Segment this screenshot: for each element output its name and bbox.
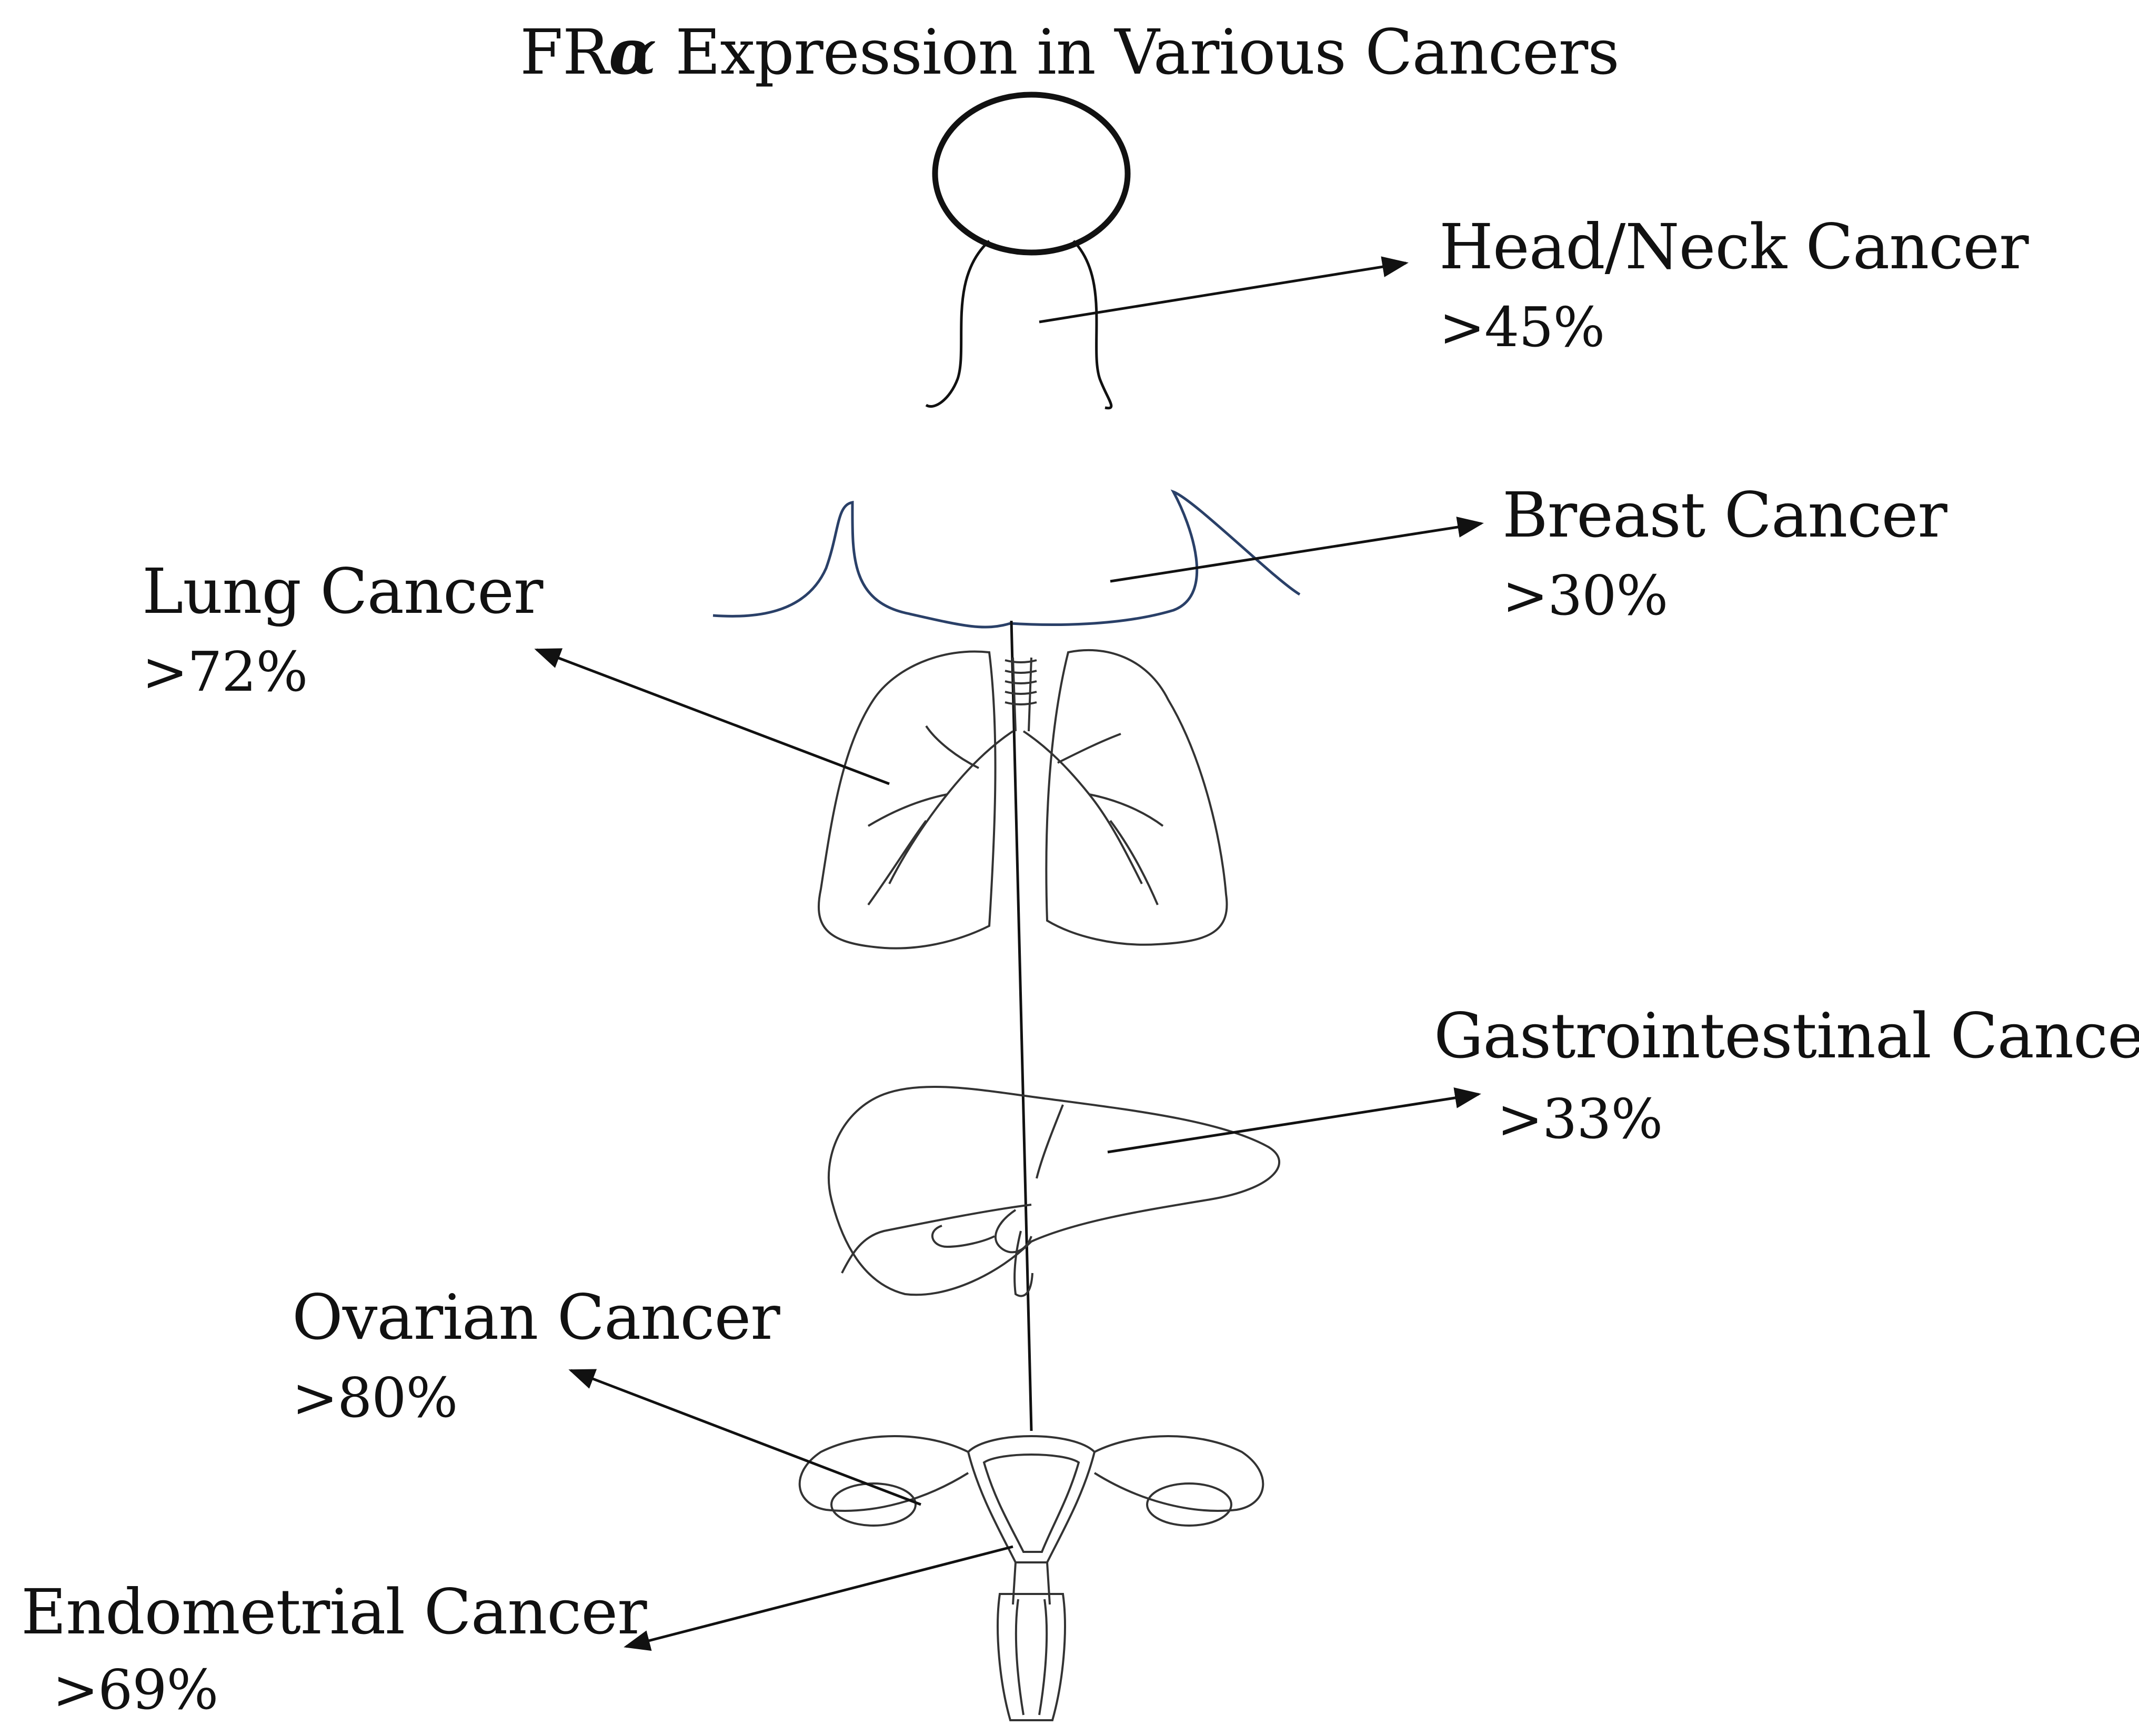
diagram-title: FRα Expression in Various Cancers — [0, 21, 2139, 84]
neck-outline-right — [1072, 240, 1113, 410]
arrow-ovarian — [568, 1369, 921, 1506]
lungs-drawing — [818, 649, 1228, 950]
label-gastro-value: >33% — [1497, 1087, 1663, 1151]
label-endometrial-value: >69% — [53, 1658, 218, 1722]
title-prefix: FR — [520, 16, 609, 88]
label-lung-name: Lung Cancer — [142, 555, 543, 628]
arrow-head-neck — [1039, 256, 1409, 324]
uterus-drawing — [798, 1435, 1264, 1721]
label-endometrial-name: Endometrial Cancer — [21, 1576, 647, 1648]
arrow-lung — [534, 648, 890, 785]
label-lung-value: >72% — [142, 640, 308, 704]
label-gastro-name: Gastrointestinal Cancer — [1434, 1000, 2139, 1072]
label-head-neck-value: >45% — [1439, 295, 1605, 359]
title-suffix: Expression in Various Cancers — [656, 16, 1620, 88]
title-alpha-symbol: α — [608, 15, 657, 88]
body-midline — [1010, 620, 1033, 1431]
label-ovarian-name: Ovarian Cancer — [292, 1281, 780, 1354]
arrow-breast — [1110, 517, 1484, 583]
label-breast-name: Breast Cancer — [1502, 479, 1947, 551]
chest-outline — [712, 489, 1301, 629]
head-outline — [932, 92, 1131, 256]
arrow-endometrial — [624, 1545, 1013, 1651]
liver-drawing — [827, 1085, 1280, 1297]
label-head-neck-name: Head/Neck Cancer — [1439, 210, 2029, 283]
arrow-gastro — [1107, 1087, 1481, 1154]
label-breast-value: >30% — [1502, 563, 1668, 628]
label-ovarian-value: >80% — [292, 1366, 458, 1430]
neck-outline-left — [925, 240, 990, 408]
